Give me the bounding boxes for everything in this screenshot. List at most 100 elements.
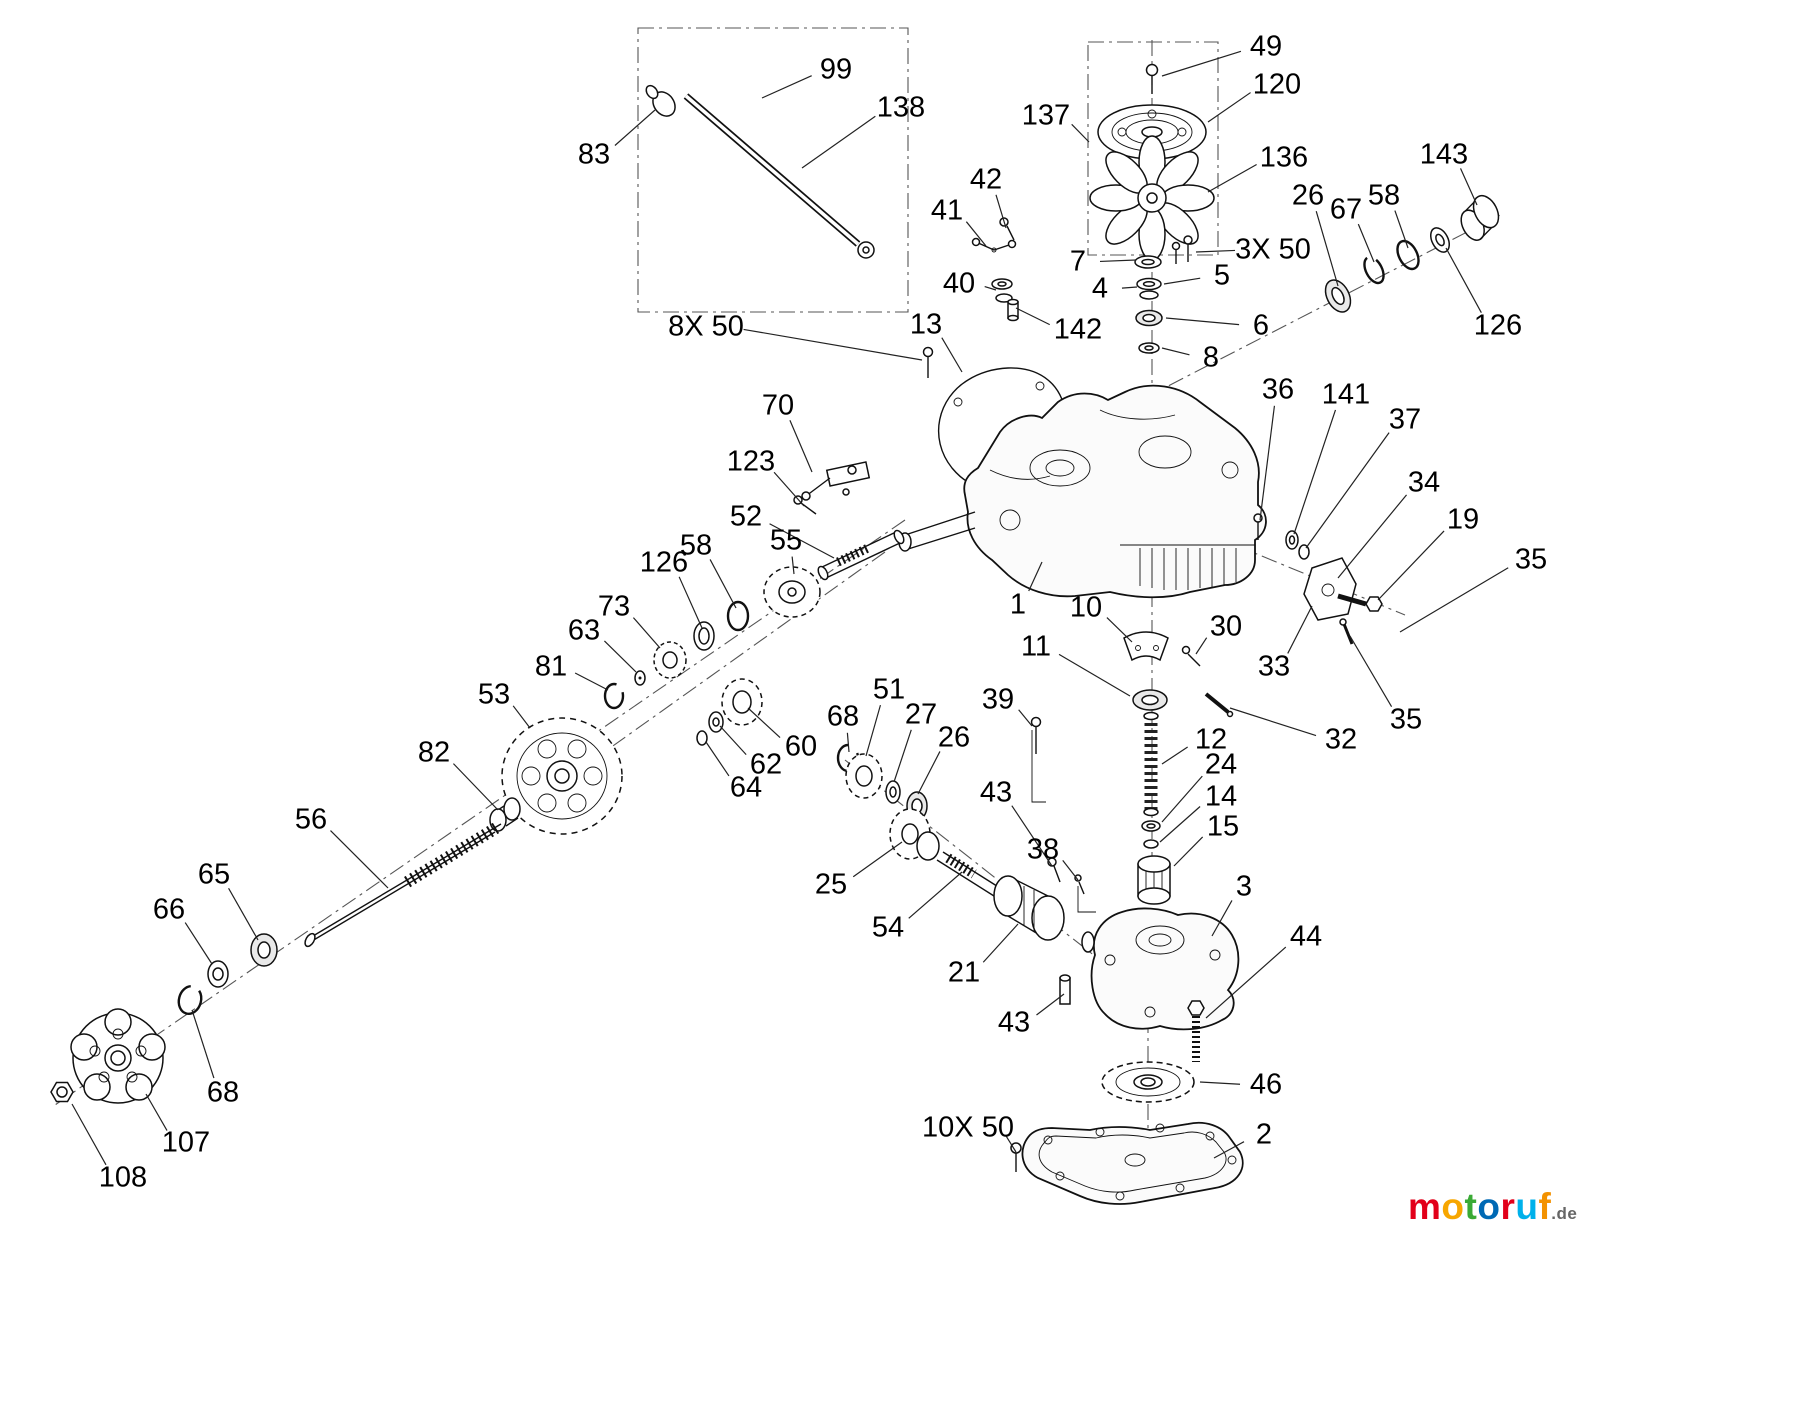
- pin-30: [1181, 645, 1201, 667]
- gear-60: [721, 678, 763, 726]
- bracket-41: [971, 237, 1017, 253]
- screws-123: [793, 488, 850, 515]
- leader-line-19: [1377, 530, 1445, 601]
- leader-line-137: [1071, 123, 1090, 143]
- leader-line-11: [1058, 653, 1131, 697]
- wheel-hub-107: [70, 1008, 166, 1104]
- pin-42: [999, 217, 1015, 241]
- leader-line-43: [1011, 805, 1053, 867]
- leader-line-3: [1211, 900, 1233, 937]
- leader-line-21: [982, 923, 1019, 963]
- leader-line-63: [603, 640, 637, 673]
- breather-tube-138: [683, 93, 875, 259]
- screw-8x50: [922, 346, 934, 378]
- shaft-52: [817, 529, 905, 581]
- leader-line-58: [709, 559, 737, 609]
- brake-bracket-34: [1303, 557, 1357, 621]
- leader-line-36: [1259, 405, 1276, 521]
- washer-8: [1138, 342, 1160, 354]
- pump-body-3: [1081, 907, 1240, 1031]
- leader-line-46: [1199, 1081, 1241, 1085]
- pump-shaft-12: [1143, 711, 1159, 817]
- leader-line-82: [452, 763, 499, 811]
- leader-line-33: [1287, 605, 1313, 654]
- main-housing-1: [898, 384, 1267, 599]
- washer-63: [634, 670, 646, 686]
- final-gear-53: [501, 717, 623, 835]
- leader-line-56: [330, 830, 389, 889]
- leader-line-126: [1445, 247, 1482, 313]
- leader-line-81: [574, 672, 609, 691]
- gear-51: [845, 753, 883, 799]
- watermark-letter: u: [1515, 1186, 1539, 1227]
- washer-126-right: [1429, 227, 1451, 253]
- leader-line-141: [1293, 409, 1337, 535]
- washer-66: [207, 960, 229, 988]
- leader-line-2: [1213, 1141, 1245, 1159]
- leader-lines: [71, 50, 1509, 1166]
- screw-49: [1145, 63, 1159, 94]
- snap-ring-68-left: [177, 984, 203, 1016]
- washer-37: [1298, 544, 1310, 560]
- leader-line-5: [1163, 277, 1201, 285]
- coupler-21: [993, 875, 1065, 941]
- bolt-19: [1337, 593, 1383, 612]
- leader-line-138: [801, 115, 876, 169]
- leader-line-27: [893, 729, 912, 783]
- washer-62: [708, 711, 724, 733]
- cooling-fan-136: [1089, 135, 1215, 261]
- nut-108: [50, 1081, 74, 1103]
- leader-line-126: [678, 576, 703, 629]
- leader-line-24: [1161, 775, 1203, 823]
- control-lever-70: [801, 461, 871, 501]
- leader-line-143: [1459, 168, 1478, 206]
- watermark-letter: f: [1538, 1186, 1552, 1227]
- pin-35: [1339, 618, 1354, 645]
- bearing-65: [250, 933, 278, 967]
- washer-141: [1285, 530, 1299, 550]
- leader-line-54: [908, 871, 963, 919]
- leader-line-70: [789, 419, 813, 473]
- leader-line-10x-50: [1005, 1134, 1017, 1153]
- bottom-cover-2: [1021, 1121, 1244, 1205]
- axle-shaft-56: [304, 822, 502, 948]
- leader-line-43: [1036, 993, 1065, 1016]
- bearing-11: [1132, 689, 1168, 711]
- leader-line-49: [1161, 50, 1242, 77]
- washer-27: [885, 780, 901, 804]
- leader-line-52: [769, 523, 835, 559]
- leader-line-8x-50: [743, 328, 923, 361]
- leader-line-15: [1173, 836, 1204, 867]
- watermark-letter: o: [1477, 1186, 1501, 1227]
- collar-82: [489, 797, 521, 832]
- leader-line-58: [1394, 210, 1409, 249]
- watermark-letter: o: [1441, 1186, 1465, 1227]
- gear-73: [653, 641, 687, 679]
- screws-3x50: [1171, 235, 1193, 264]
- screw-10x50: [1010, 1142, 1022, 1172]
- pin-32: [1204, 692, 1234, 718]
- snap-ring-67: [1363, 255, 1385, 285]
- leader-line-38: [1062, 860, 1079, 881]
- leader-line-51: [865, 704, 882, 757]
- snap-ring-58-right: [1396, 239, 1420, 271]
- leader-line-26: [1315, 211, 1339, 287]
- leader-line-40: [984, 285, 997, 291]
- leader-line-39: [1018, 709, 1033, 727]
- shaft-54: [936, 851, 1001, 897]
- bolt-43-upper: [1047, 857, 1061, 883]
- leader-line-25: [852, 841, 903, 878]
- leader-line-7: [1099, 259, 1137, 263]
- coupler-15: [1137, 855, 1171, 905]
- bolt-43-lower: [1059, 974, 1071, 1005]
- leader-line-35: [1399, 567, 1509, 633]
- bearing-26-right: [1324, 279, 1352, 313]
- gear-46: [1101, 1061, 1195, 1103]
- leader-line-123: [773, 471, 805, 507]
- bolt-44: [1187, 1000, 1205, 1062]
- leader-line-30: [1195, 637, 1208, 655]
- leader-line-37: [1305, 432, 1390, 549]
- leader-line-4: [1121, 286, 1138, 289]
